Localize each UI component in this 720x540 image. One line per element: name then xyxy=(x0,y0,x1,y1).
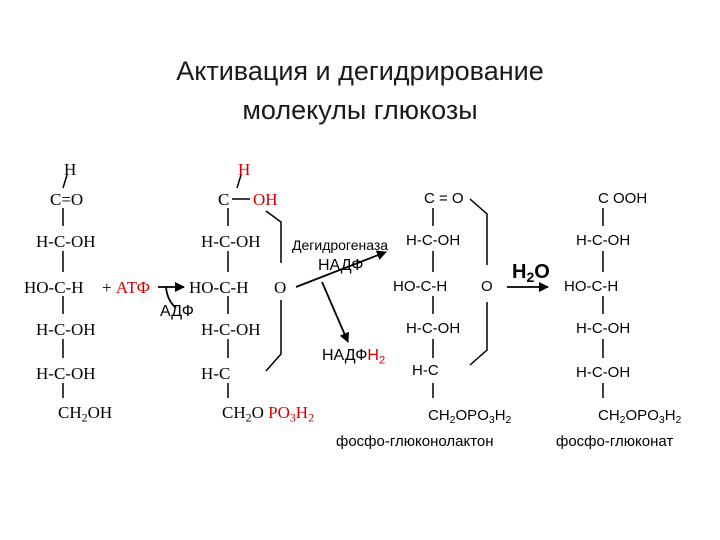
glucose-c5: H-C-OH xyxy=(36,364,96,383)
gluconate-name: фосфо-глюконат xyxy=(556,433,674,450)
lactone-c2: H-C-OH xyxy=(406,232,461,249)
phosphate-ring-bottom xyxy=(265,300,282,372)
phosphate-c5: H-C xyxy=(201,364,231,383)
phosphate-c6: CH2O PO3H2 xyxy=(222,403,315,425)
nadp-arrow xyxy=(321,281,350,343)
lactone-c1: C = O xyxy=(424,190,464,207)
nadph2-label: НАДФН2 xyxy=(322,347,386,367)
glucose-c1: C=O xyxy=(50,190,84,209)
lactone-ring-bottom xyxy=(469,302,488,366)
phosphate-h-bond xyxy=(236,174,242,189)
glucose-c6: CH2OH xyxy=(58,403,113,425)
gluconate-c2: H-C-OH xyxy=(576,232,631,249)
dehydrogenase-arrow xyxy=(295,250,387,288)
lactone-c5: H-C xyxy=(412,362,439,379)
lactone-c6: CH2OPO3H2 xyxy=(428,407,512,427)
lactone-ring-o: O xyxy=(481,278,493,295)
atp-label: + АТФ xyxy=(102,278,151,297)
phosphate-c3: HO-C-H xyxy=(189,278,249,297)
glucose-c3: HO-C-H xyxy=(24,278,84,297)
nadp-label: НАДФ xyxy=(318,257,364,274)
phosphate-c1-oh: OH xyxy=(253,190,278,209)
adp-label: АДФ xyxy=(160,303,194,320)
title-line-1: Активация и дегидрирование xyxy=(176,56,544,86)
phosphate-ring-o: O xyxy=(274,278,287,297)
water-label: H2O xyxy=(512,261,550,286)
glucose-h: H xyxy=(64,160,77,179)
gluconate-c6: CH2OPO3H2 xyxy=(598,407,682,427)
phosphate-ring-top xyxy=(265,210,282,263)
enzyme-label: Дегидрогеназа xyxy=(292,237,389,253)
lactone-c4: H-C-OH xyxy=(406,320,461,337)
gluconate-c5: H-C-OH xyxy=(576,364,631,381)
glucose-c4: H-C-OH xyxy=(36,320,96,339)
lactone-name: фосфо-глюконолактон xyxy=(336,433,494,450)
phosphate-c4: H-C-OH xyxy=(201,320,261,339)
gluconate-c4: H-C-OH xyxy=(576,320,631,337)
phosphate-c1-c: C xyxy=(218,190,230,209)
gluconate-c3: HO-C-H xyxy=(564,278,619,295)
phosphate-c2: H-C-OH xyxy=(201,232,261,251)
lactone-c3: HO-C-H xyxy=(393,278,448,295)
phosphate-h: H xyxy=(238,160,251,179)
glucose-h-bond xyxy=(62,174,68,189)
gluconate-c1: C OOH xyxy=(598,190,648,207)
lactone-ring-top xyxy=(469,198,488,265)
glucose-c2: H-C-OH xyxy=(36,232,96,251)
adp-curve xyxy=(165,286,177,309)
title-line-2: молекулы глюкозы xyxy=(242,95,478,125)
